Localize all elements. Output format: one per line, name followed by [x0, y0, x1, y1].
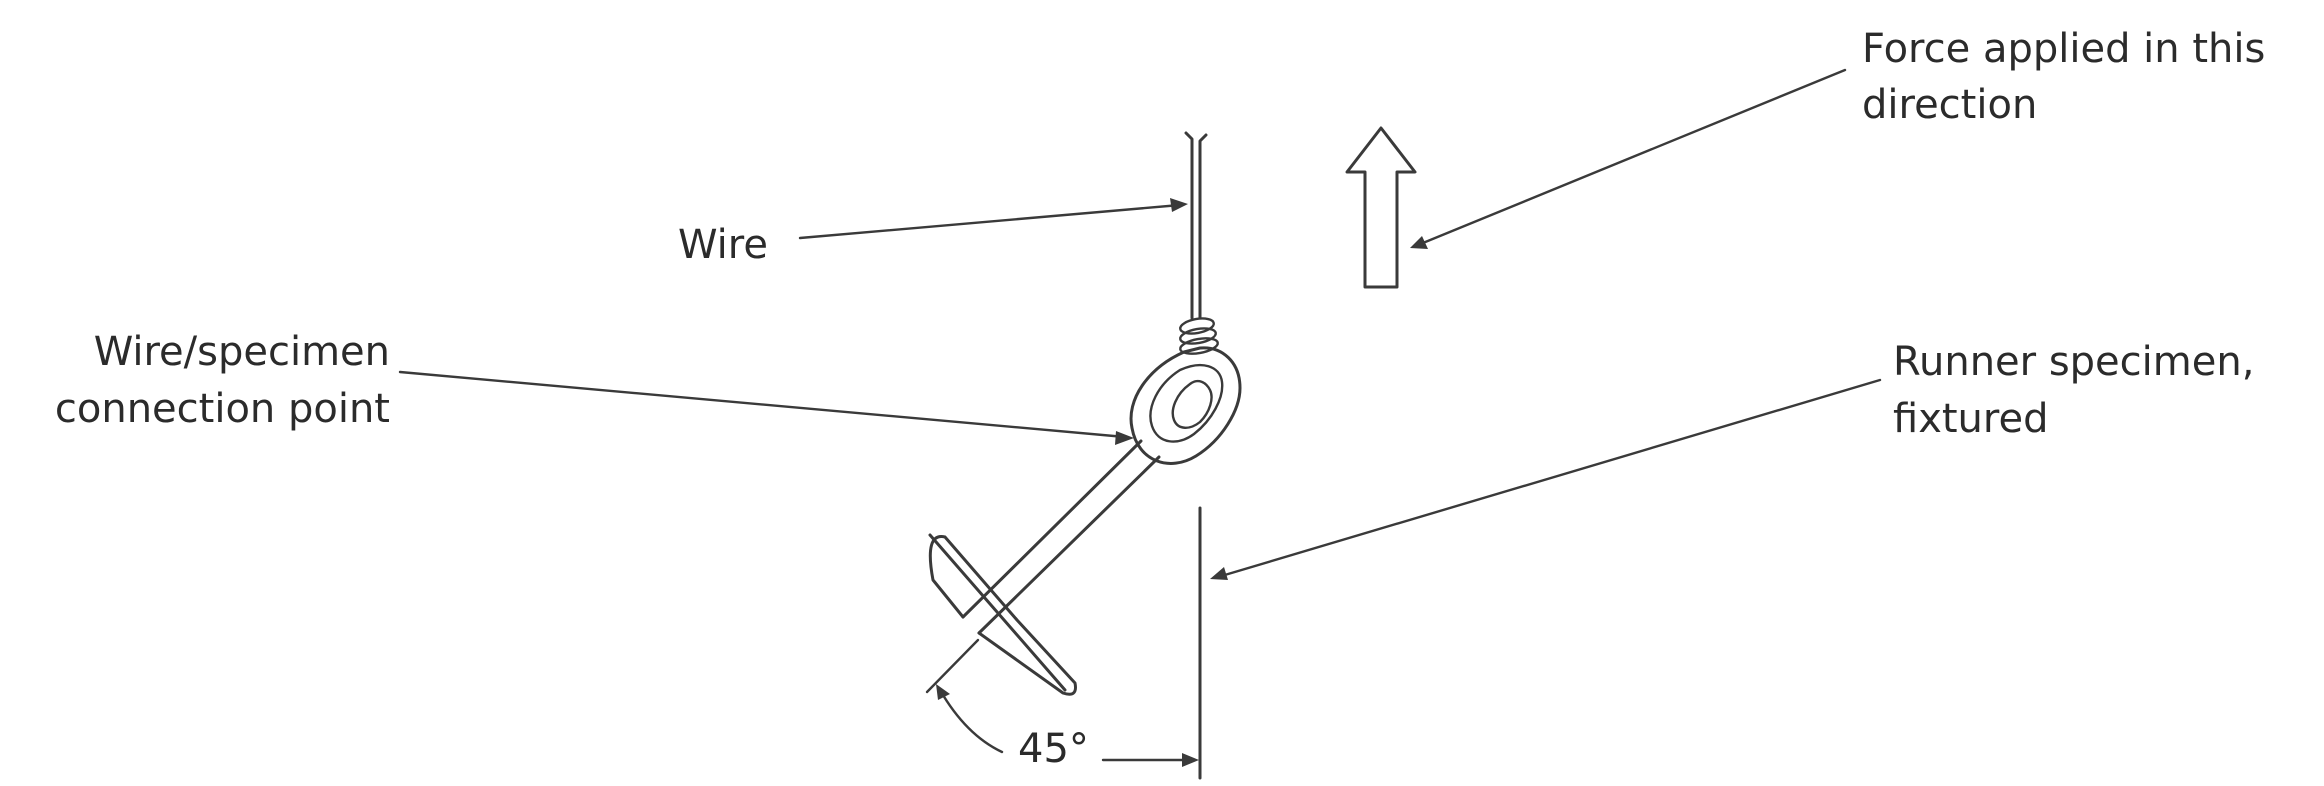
force-label-line2: direction [1862, 82, 2037, 128]
specimen-connection-loop [1129, 346, 1242, 465]
angle-label: 45° [1018, 726, 1089, 772]
specimen-shank-edge-upper [961, 439, 1143, 619]
force-leader-arrowhead [1410, 236, 1428, 249]
wire-left-edge [1184, 131, 1194, 320]
angle-extension-line [925, 638, 980, 694]
specimen-t-bar-head [928, 535, 1077, 696]
angle-arc-arrowhead [936, 684, 950, 700]
connection-label-line2: connection point [55, 386, 390, 432]
wire-label: Wire [678, 222, 768, 268]
wire-right-edge [1198, 133, 1208, 320]
specimen-t-bar-edge [928, 533, 1067, 692]
wire-leader-line [798, 203, 1182, 240]
connection-leader-line [398, 370, 1127, 439]
wire-leader-arrowhead [1170, 198, 1188, 212]
runner-label-line1: Runner specimen, [1893, 339, 2254, 385]
wire-wraps [1179, 317, 1219, 355]
force-direction-arrow-icon [1345, 126, 1417, 289]
runner-label-line2: fixtured [1893, 396, 2048, 442]
connection-label-line1: Wire/specimen [94, 329, 390, 375]
runner-leader-arrowhead [1210, 567, 1228, 580]
force-label-line1: Force applied in this [1862, 26, 2265, 72]
angle-arc [938, 688, 1004, 754]
runner-leader-line [1216, 378, 1882, 579]
connection-leader-arrowhead [1115, 431, 1134, 445]
force-leader-line [1416, 68, 1847, 247]
specimen-shank-edge-lower [977, 455, 1161, 635]
angle-dimension-arrowhead [1182, 753, 1199, 767]
